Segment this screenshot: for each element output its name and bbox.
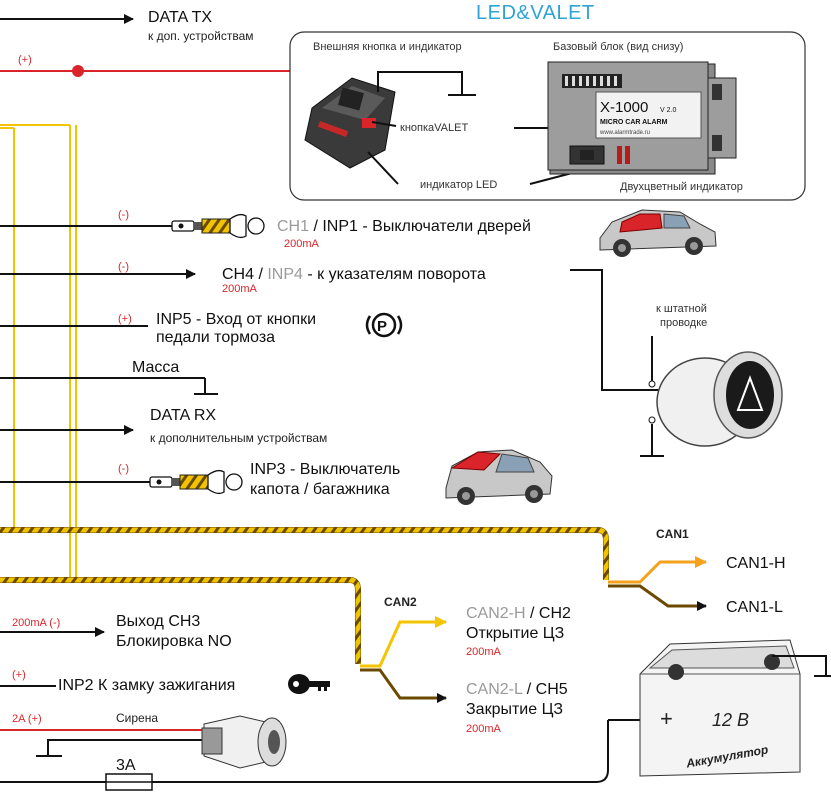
data-tx-sub: к доп. устройствам — [148, 29, 254, 43]
ch4-inp: INP4 — [267, 266, 303, 283]
ch4-code: CH4 — [222, 266, 254, 283]
battery-plus: + — [660, 706, 673, 731]
inp2-row: (+) INP2 К замку зажигания — [0, 669, 330, 694]
can2-h-desc: Открытие ЦЗ — [466, 625, 564, 642]
plus-top-label: (+) — [18, 54, 32, 66]
can1-label: CAN1 — [656, 527, 689, 541]
ch1-desc: / INP1 - Выключатели дверей — [309, 218, 531, 235]
inp5-line2: педали тормоза — [156, 329, 275, 346]
yellow-bundle — [0, 124, 77, 581]
ch1-polarity: (-) — [118, 209, 129, 221]
data-tx-line: DATA TX к доп. устройствам — [0, 9, 254, 43]
device-url: www.alarmtrade.ru — [599, 130, 650, 136]
inp2-label: INP2 К замку зажигания — [58, 677, 235, 694]
can2-l-desc: Закрытие ЦЗ — [466, 701, 563, 718]
ground-label: Масса — [132, 359, 179, 376]
ch4-polarity: (-) — [118, 261, 129, 273]
can2-l-current: 200mA — [466, 723, 502, 735]
inp3-polarity: (-) — [118, 463, 129, 475]
device-sub: MICRO CAR ALARM — [600, 119, 668, 126]
to-factory-2: проводке — [660, 317, 707, 329]
can1-l-label: CAN1-L — [726, 599, 783, 616]
svg-text:CAN2-H / CH2: CAN2-H / CH2 — [466, 605, 571, 622]
fuse-label: 3A — [116, 757, 136, 774]
siren-row: 2A (+) Сирена — [0, 711, 287, 769]
can2-h-current: 200mA — [466, 646, 502, 658]
fuse-icon — [105, 773, 153, 791]
indicator-led-label: индикатор LED — [420, 179, 497, 191]
data-rx-row: DATA RX к дополнительным устройствам — [150, 407, 327, 445]
svg-text:CH1 / INP1 - Выключатели двере: CH1 / INP1 - Выключатели дверей — [277, 218, 531, 235]
battery-icon: + 12 В Аккумулятор — [639, 639, 831, 777]
ch1-code: CH1 — [277, 218, 309, 235]
to-factory-1: к штатной — [656, 303, 707, 315]
base-unit-label: Базовый блок (вид снизу) — [553, 41, 683, 53]
battery-voltage: 12 В — [712, 710, 749, 730]
car-hood-icon — [445, 449, 553, 505]
brake-pedal-icon: P — [365, 312, 403, 338]
inp5-row: (+) INP5 - Вход от кнопки педали тормоза… — [118, 311, 403, 346]
inp5-line1: INP5 - Вход от кнопки — [156, 311, 316, 328]
svg-text:CH4 / INP4 - к указателям пово: CH4 / INP4 - к указателям поворота — [222, 266, 486, 283]
can2-group: CAN2 CAN2-H / CH2 Открытие ЦЗ 200mA CAN2… — [360, 595, 571, 735]
can2-label: CAN2 — [384, 595, 417, 609]
data-rx-sub: к дополнительным устройствам — [150, 431, 327, 445]
can1-h-label: CAN1-H — [726, 555, 786, 572]
led-valet-title: LED&VALET — [476, 2, 595, 24]
can-twisted-cables — [0, 527, 609, 664]
base-unit-device: X-1000 V 2.0 MICRO CAR ALARM www.alarmtr… — [547, 61, 737, 175]
inp2-polarity: (+) — [12, 669, 26, 681]
svg-text:CAN2-L / CH5: CAN2-L / CH5 — [466, 681, 568, 698]
left-wires — [0, 225, 205, 483]
svg-text:P: P — [377, 318, 387, 335]
car-doors-icon — [599, 209, 717, 257]
can2-h-code: CAN2-H — [466, 605, 526, 622]
ch4-row: (-) CH4 / INP4 - к указателям поворота 2… — [118, 261, 783, 457]
data-tx-label: DATA TX — [148, 9, 212, 26]
ignition-key-icon — [288, 674, 330, 694]
can2-l-ch: / CH5 — [522, 681, 567, 698]
ch3-line2: Блокировка NO — [116, 633, 232, 650]
hazard-button-icon — [656, 351, 783, 447]
ground-row: Масса — [132, 359, 218, 395]
ch4-sep: / — [254, 266, 267, 283]
inp3-line2: капота / багажника — [250, 481, 390, 498]
button-valet-label: кнопкаVALET — [400, 122, 468, 134]
can2-l-code: CAN2-L — [466, 681, 523, 698]
door-switch-icon — [171, 213, 265, 239]
power-line: 3A — [0, 719, 660, 791]
ch1-row: (-) CH1 / INP1 - Выключатели дверей 200m… — [118, 209, 717, 257]
ch4-desc: - к указателям поворота — [303, 266, 486, 283]
inp3-line1: INP3 - Выключатель — [250, 461, 400, 478]
inp5-polarity: (+) — [118, 313, 132, 325]
device-model: X-1000 — [600, 99, 648, 116]
can1-group: CAN1 CAN1-H CAN1-L — [608, 527, 786, 616]
ch3-current: 200mA (-) — [12, 617, 60, 629]
junction-dot — [72, 65, 84, 77]
inp3-row: (-) INP3 - Выключатель капота / багажник… — [118, 449, 553, 505]
hood-switch-icon — [149, 469, 243, 495]
led-valet-panel: LED&VALET Внешняя кнопка и индикатор Баз… — [289, 2, 806, 201]
ch3-line1: Выход CH3 — [116, 613, 200, 630]
two-color-label: Двухцветный индикатор — [620, 181, 743, 193]
ext-button-label: Внешняя кнопка и индикатор — [313, 41, 462, 53]
valet-button-module — [304, 77, 396, 169]
siren-polarity: 2A (+) — [12, 713, 42, 725]
siren-icon — [201, 715, 287, 769]
ch3-row: 200mA (-) Выход CH3 Блокировка NO — [0, 613, 232, 650]
data-rx-label: DATA RX — [150, 407, 216, 424]
siren-label: Сирена — [116, 711, 158, 725]
device-version: V 2.0 — [660, 107, 676, 114]
ch4-current: 200mA — [222, 283, 258, 295]
ch1-current: 200mA — [284, 238, 320, 250]
can2-h-ch: / CH2 — [526, 605, 571, 622]
